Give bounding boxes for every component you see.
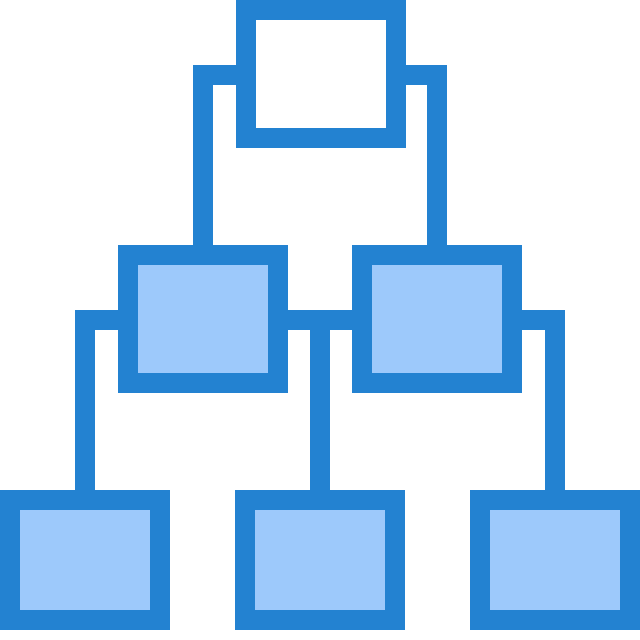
connector-mid-right-leaf-right bbox=[512, 310, 565, 500]
node-leaf-right bbox=[470, 490, 640, 630]
node-mid-right bbox=[352, 245, 522, 393]
connector-mid-left-leaf-left bbox=[75, 310, 128, 500]
connector-root-mid-right bbox=[403, 65, 447, 255]
node-mid-left bbox=[118, 245, 288, 393]
connectors bbox=[75, 65, 565, 500]
connector-root-mid-left bbox=[193, 65, 240, 255]
node-leaf-left bbox=[0, 490, 170, 630]
node-root bbox=[236, 0, 406, 148]
node-leaf-center bbox=[235, 490, 405, 630]
